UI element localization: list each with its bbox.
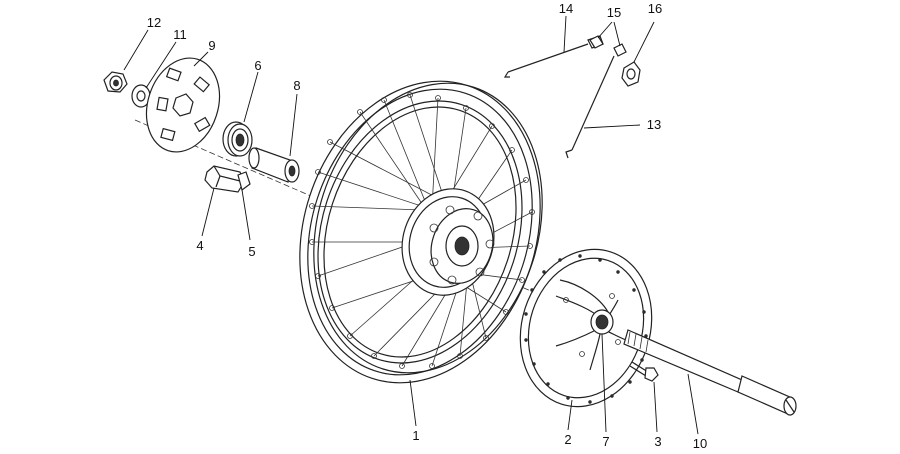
callout-1: 1 — [412, 428, 419, 443]
callout-15: 15 — [607, 5, 621, 20]
spoke-nipple-nut-part — [621, 61, 641, 87]
callout-2: 2 — [564, 432, 571, 447]
leader-lines — [123, 15, 699, 435]
spacer-part — [248, 147, 300, 183]
wheel-rim-part — [299, 80, 543, 384]
callout-8: 8 — [293, 78, 300, 93]
callout-12: 12 — [147, 15, 161, 30]
spoke-nipples-part — [589, 35, 627, 57]
callout-11: 11 — [173, 27, 187, 42]
speedometer-drive-part — [204, 165, 251, 193]
right-bearing-part — [590, 309, 614, 335]
wheel-axle-part — [623, 329, 797, 416]
drive-plate-part — [145, 57, 221, 153]
bearing-part — [222, 121, 253, 157]
callout-16: 16 — [648, 1, 662, 16]
callout-10: 10 — [693, 436, 707, 451]
callout-13: 13 — [647, 117, 661, 132]
disc-holes — [524, 254, 648, 404]
callout-6: 6 — [254, 58, 261, 73]
callout-9: 9 — [208, 38, 215, 53]
callout-5: 5 — [248, 244, 255, 259]
callout-14: 14 — [559, 1, 573, 16]
spoke-short-part — [503, 35, 604, 78]
axle-nut-part — [103, 71, 128, 93]
callout-numbers: 12 11 9 6 8 4 5 1 2 7 3 10 13 14 15 16 — [147, 1, 707, 451]
wheel-hub — [401, 188, 495, 296]
callout-4: 4 — [196, 238, 203, 253]
disc-bolt-part — [629, 361, 659, 382]
callout-7: 7 — [602, 434, 609, 449]
spoke-long-part — [565, 55, 615, 159]
callout-3: 3 — [654, 434, 661, 449]
